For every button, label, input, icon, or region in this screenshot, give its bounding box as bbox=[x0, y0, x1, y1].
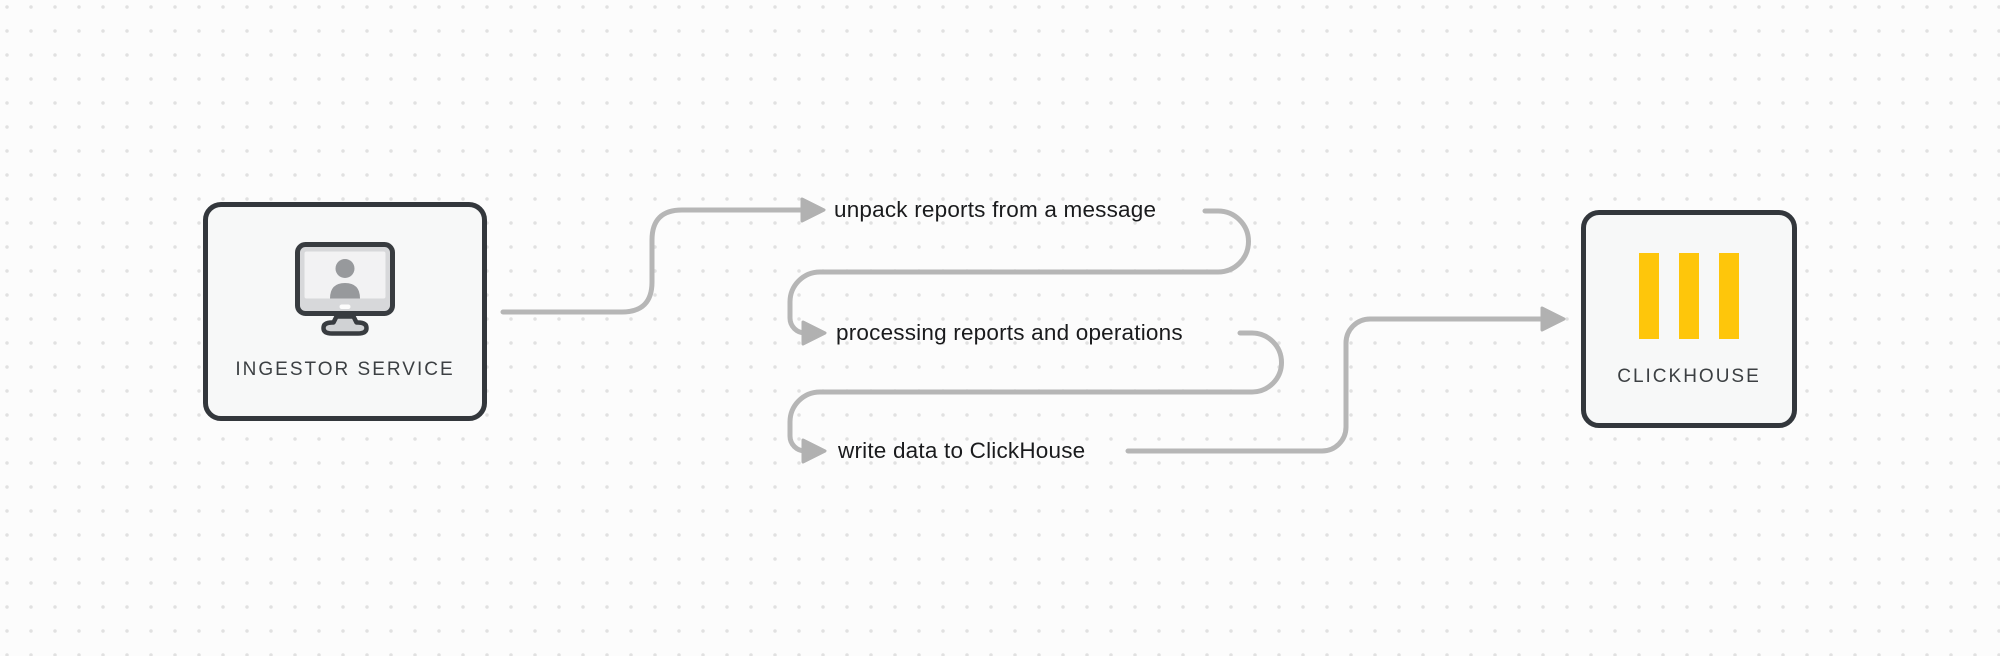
node-ingestor-service: INGESTOR SERVICE bbox=[203, 202, 487, 421]
monitor-power-dash bbox=[339, 304, 351, 309]
connector-step-1-to-step-2 bbox=[787, 208, 1251, 336]
step-label-write: write data to ClickHouse bbox=[838, 438, 1086, 463]
clickhouse-bar bbox=[1719, 253, 1739, 339]
user-head bbox=[335, 259, 355, 278]
user-shoulders bbox=[330, 283, 360, 299]
clickhouse-bar bbox=[1639, 253, 1659, 339]
step-label-unpack: unpack reports from a message bbox=[834, 197, 1157, 222]
clickhouse-node-label: CLICKHOUSE bbox=[1617, 366, 1761, 387]
arrowhead-clickhouse-icon bbox=[1540, 306, 1566, 332]
monitor-user-icon bbox=[295, 242, 395, 336]
clickhouse-bars-icon bbox=[1639, 253, 1739, 339]
connector-step-2-to-step-3 bbox=[787, 330, 1284, 454]
monitor-stand bbox=[321, 314, 369, 336]
node-clickhouse: CLICKHOUSE bbox=[1581, 210, 1797, 428]
step-label-processing: processing reports and operations bbox=[836, 320, 1183, 345]
clickhouse-bar bbox=[1679, 253, 1699, 339]
ingestor-node-label: INGESTOR SERVICE bbox=[235, 359, 455, 380]
connector-step-3-to-clickhouse bbox=[1125, 316, 1545, 454]
arrowhead-step-2-icon bbox=[801, 320, 827, 346]
arrowhead-step-1-icon bbox=[800, 197, 826, 223]
connector-ingestor-to-step-1 bbox=[500, 207, 805, 315]
arrowhead-step-3-icon bbox=[801, 438, 827, 464]
